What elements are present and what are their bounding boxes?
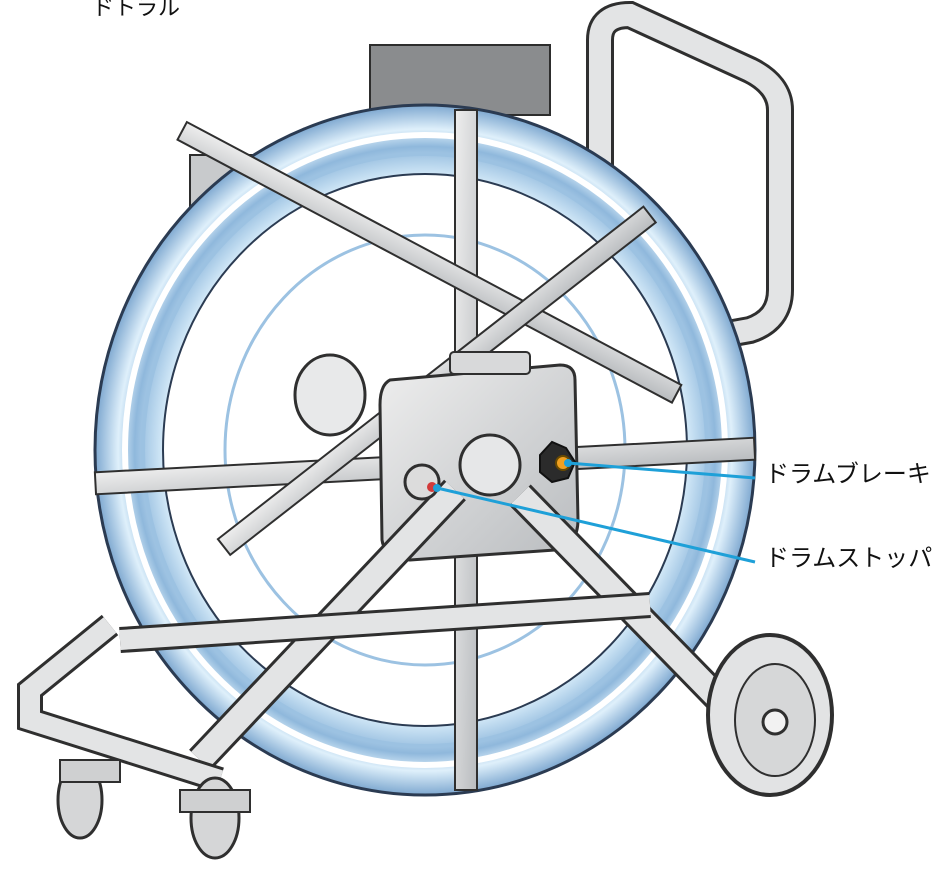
leader-dot-drum-stopper <box>433 484 441 492</box>
leader-dot-drum-brake <box>564 459 572 467</box>
front-frame <box>17 479 731 793</box>
callout-leaders <box>433 459 756 564</box>
leader-line-drum-stopper <box>436 486 756 564</box>
top-caption: ドトラル <box>92 0 181 21</box>
leader-line-drum-brake <box>567 461 756 480</box>
caster-wheels <box>56 759 251 860</box>
rear-wheel <box>706 633 834 797</box>
callout-label-drum-brake: ドラムブレーキ <box>765 460 931 488</box>
drum-stopper-pin-icon <box>403 463 441 501</box>
callout-label-drum-stopper: ドラムストッパ <box>765 544 933 572</box>
